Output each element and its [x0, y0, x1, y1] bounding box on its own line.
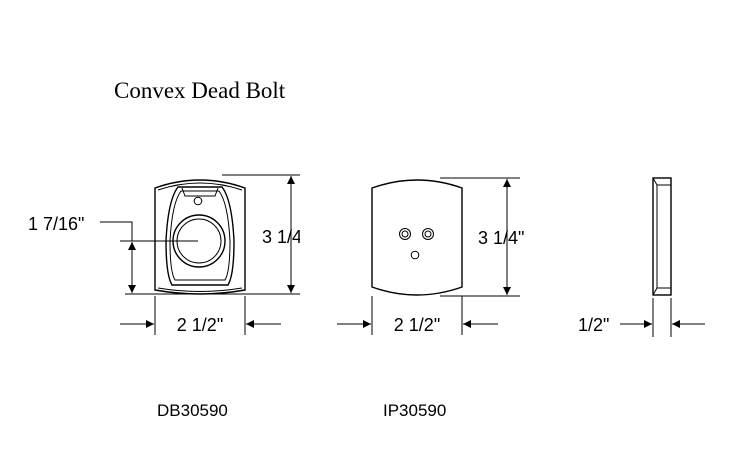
db-height-label: 3 1/4" [262, 227, 308, 247]
ip-dimensions: 3 1/4" 2 1/2" [337, 177, 524, 335]
ip-height-label: 3 1/4" [478, 228, 524, 248]
db-model-label: DB30590 [157, 401, 228, 420]
side-view [652, 177, 672, 296]
ip-plate [371, 179, 463, 296]
screw-hole [193, 196, 203, 206]
db-width-label: 2 1/2" [177, 315, 223, 335]
db-plate [154, 179, 246, 295]
side-dimensions: 1/2" [578, 298, 705, 337]
ip-model-label: IP30590 [383, 401, 446, 420]
db-dimensions: 3 1/4" 1 7/16" 2 1/2" [28, 174, 308, 335]
side-depth-label: 1/2" [578, 315, 609, 335]
page-title: Convex Dead Bolt [114, 78, 286, 103]
db-center-offset-label: 1 7/16" [28, 214, 84, 234]
ip-width-label: 2 1/2" [394, 315, 440, 335]
